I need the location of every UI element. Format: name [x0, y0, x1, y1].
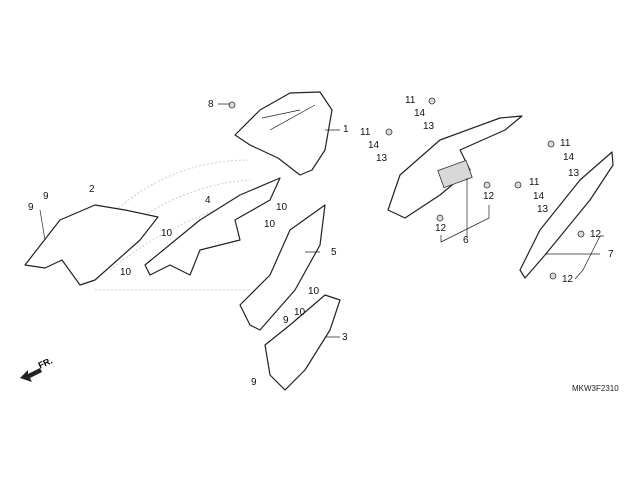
callout-13: 13	[537, 204, 549, 215]
callout-1: 1	[343, 124, 349, 135]
callout-9: 9	[28, 202, 34, 213]
callout-13: 13	[568, 168, 580, 179]
callout-10: 10	[276, 202, 288, 213]
part-2-side-cover	[24, 204, 159, 286]
callout-8: 8	[208, 99, 214, 110]
callout-14: 14	[414, 108, 426, 119]
callout-7: 7	[608, 249, 614, 260]
callout-12: 12	[562, 274, 574, 285]
callout-10: 10	[264, 219, 276, 230]
callout-4: 4	[205, 195, 211, 206]
callout-14: 14	[533, 191, 545, 202]
callout-10: 10	[120, 267, 132, 278]
callout-6: 6	[463, 235, 469, 246]
diagram-code: MKW3F2310	[572, 384, 619, 393]
callout-11: 11	[360, 127, 371, 138]
fasteners	[228, 97, 585, 280]
part-1-seat-cowl	[234, 91, 333, 176]
part-4-frame-cover	[144, 177, 281, 276]
callout-12: 12	[435, 223, 447, 234]
callout-5: 5	[331, 247, 337, 258]
callout-9: 9	[43, 191, 49, 202]
callout-12: 12	[483, 191, 495, 202]
callout-11: 11	[529, 177, 540, 188]
part-5-side-cowl	[239, 204, 326, 331]
part-7-grab-rail	[519, 151, 614, 279]
callout-3: 3	[342, 332, 348, 343]
callout-9: 9	[283, 315, 289, 326]
callout-2: 2	[89, 184, 95, 195]
callout-13: 13	[376, 153, 388, 164]
honda-wing-watermark	[94, 159, 251, 291]
callout-13: 13	[423, 121, 435, 132]
part-3-lower-cover	[264, 294, 341, 391]
callout-10: 10	[294, 307, 306, 318]
front-direction-arrow	[20, 368, 42, 382]
callout-9: 9	[251, 377, 257, 388]
callout-11: 11	[560, 138, 571, 149]
callout-11: 11	[405, 95, 416, 106]
callout-12: 12	[590, 229, 602, 240]
callout-10: 10	[308, 286, 320, 297]
callout-14: 14	[563, 152, 575, 163]
callout-14: 14	[368, 140, 380, 151]
leader-lines	[39, 103, 604, 338]
callout-10: 10	[161, 228, 173, 239]
